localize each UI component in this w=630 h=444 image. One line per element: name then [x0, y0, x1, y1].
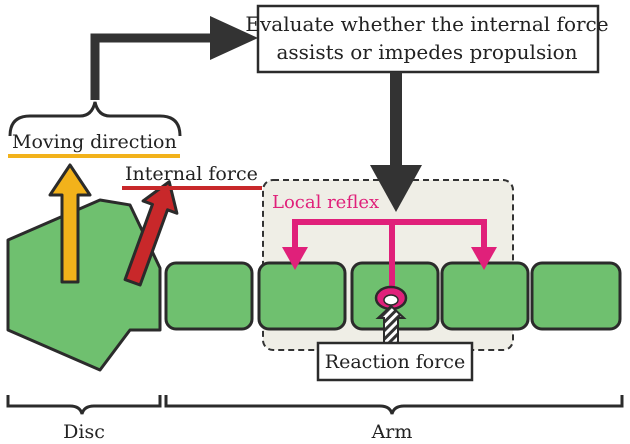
arm-label: Arm [371, 421, 413, 443]
reaction-force-label: Reaction force [325, 351, 465, 373]
evaluate-text-line1: Evaluate whether the internal force [245, 12, 608, 36]
reflex-arrowhead-left [282, 247, 308, 270]
evaluate-box [256, 4, 600, 74]
evaluate-text-line2: assists or impedes propulsion [276, 40, 577, 64]
moving-arrow-icon [48, 163, 92, 284]
reaction-force-box [316, 341, 474, 382]
striped-up-arrow-icon [375, 304, 407, 346]
arm-segment [164, 261, 254, 331]
bracket-to-box-arrow [90, 16, 258, 100]
moving-direction-label: Moving direction [12, 131, 177, 153]
internal-force-label: Internal force [125, 163, 258, 185]
arm-segment [257, 261, 347, 331]
disc-label: Disc [63, 421, 105, 443]
evaluate-down-arrow [370, 72, 422, 212]
arm-segment [530, 261, 622, 331]
local-reflex-label: Local reflex [272, 192, 379, 213]
top-bracket [8, 101, 182, 137]
disc-bracket [6, 395, 162, 415]
arm-bracket [164, 395, 624, 415]
disc-shape [6, 198, 162, 372]
local-reflex-arrows [292, 219, 487, 292]
arm-segment [440, 261, 530, 331]
reflex-arrowhead-right [471, 247, 497, 270]
internal-arrow-icon [123, 180, 179, 287]
